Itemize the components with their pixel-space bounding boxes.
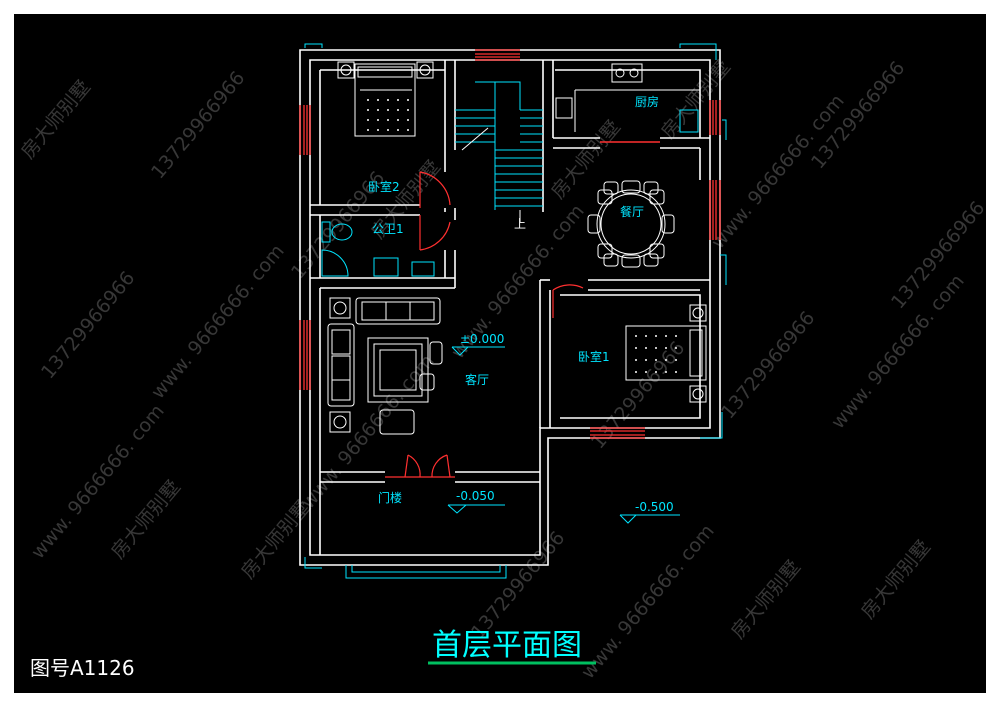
room-labels: 卧室2 公卫1 厨房 餐厅 客厅 卧室1 门楼 上 — [368, 94, 659, 505]
watermark-phone: 13729966966 — [147, 67, 249, 183]
room-label-dining: 餐厅 — [620, 204, 644, 219]
floor-plan-svg: 房大师别墅 13729966966 www. 9666666. com 房大师别… — [17, 43, 986, 683]
bathroom-fixtures — [321, 221, 435, 277]
elevation-marker-living: ±0.000 — [451, 332, 505, 356]
interior-walls — [310, 60, 710, 555]
watermark-site: www. 9666666. com — [577, 520, 719, 683]
bed-bedroom1 — [625, 304, 707, 403]
watermark-site: www. 9666666. com — [707, 90, 849, 253]
cad-drawing-area: 房大师别墅 13729966966 www. 9666666. com 房大师别… — [14, 14, 986, 693]
room-label-porch: 门楼 — [378, 490, 402, 505]
elevation-living-text: ±0.000 — [460, 332, 504, 346]
drawing-number: 图号A1126 — [30, 656, 135, 680]
watermark-phone: 13729966966 — [717, 307, 819, 423]
stair-up-label: 上 — [514, 217, 526, 231]
watermark-brand: 房大师别墅 — [17, 76, 95, 163]
windows — [299, 49, 721, 439]
watermark-brand: 房大师别墅 — [857, 536, 935, 623]
watermark-brand: 房大师别墅 — [237, 496, 315, 583]
doors — [385, 171, 584, 478]
drawing-title: 首层平面图 — [432, 628, 582, 663]
watermark-phone: 13729966966 — [37, 267, 139, 383]
watermark-site: www. 9666666. com — [27, 400, 169, 563]
room-label-kitchen: 厨房 — [635, 94, 659, 109]
bed-dots — [367, 99, 409, 131]
elevation-outdoor-text: -0.500 — [635, 500, 674, 514]
dining-table — [587, 180, 675, 268]
watermark-brand: 房大师别墅 — [547, 116, 625, 203]
elevation-porch-text: -0.050 — [456, 489, 495, 503]
watermark-brand: 房大师别墅 — [107, 476, 185, 563]
bed1-dots — [635, 335, 677, 373]
room-label-bathroom: 公卫1 — [372, 222, 404, 236]
kitchen-fixtures — [555, 63, 700, 133]
watermark-brand: 房大师别墅 — [727, 556, 805, 643]
watermark-phone: 13729966966 — [467, 527, 569, 643]
bay-windows — [304, 43, 727, 579]
elevation-marker-porch: -0.050 — [447, 489, 505, 514]
room-label-bedroom2: 卧室2 — [368, 179, 400, 194]
bed-bedroom2 — [337, 61, 434, 137]
elevation-marker-outdoor: -0.500 — [619, 500, 680, 524]
staircase — [455, 81, 543, 222]
watermark-site: www. 9666666. com — [147, 240, 289, 403]
room-label-bedroom1: 卧室1 — [578, 349, 610, 364]
living-room-furniture — [327, 297, 443, 435]
room-label-living: 客厅 — [465, 372, 489, 387]
